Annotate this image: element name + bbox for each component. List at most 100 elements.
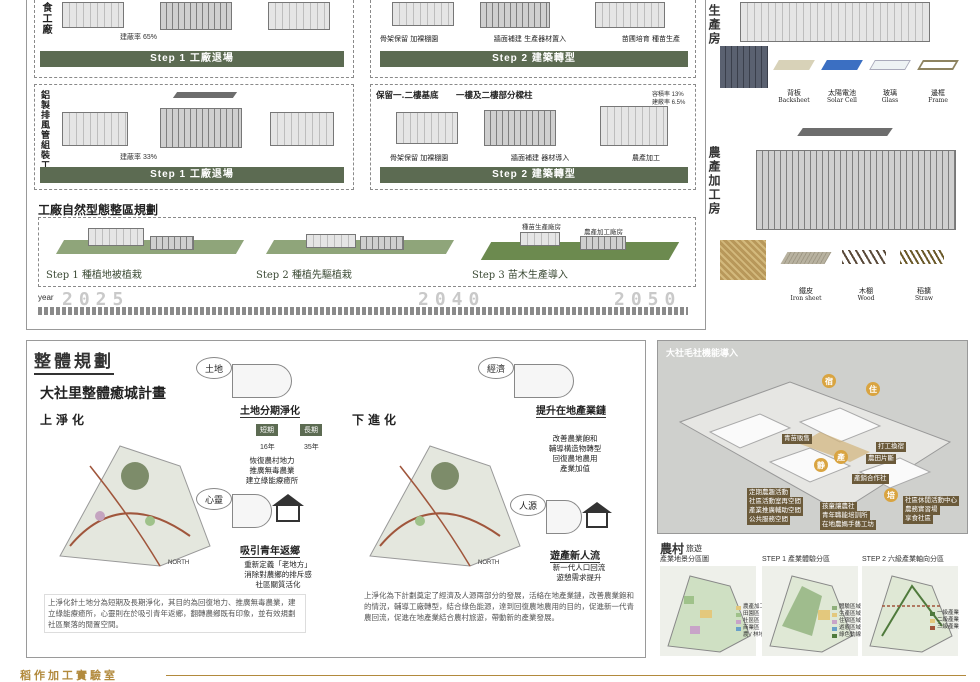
legend-b-row-3: 住宿區域 <box>832 618 872 625</box>
step2-a-captions: 骨架保留 加裸棚園 牆面補建 生產器材置入 苗圃培育 種苗生產 <box>380 34 680 44</box>
eco-building-2b <box>360 236 404 250</box>
factory-b-building-2 <box>160 108 242 148</box>
eco-title: 工廠自然型態整區規劃 <box>38 203 159 217</box>
people-house-roof-icon <box>582 502 612 513</box>
eco-tag-1: 種苗生產廠房 <box>522 224 561 231</box>
straw-image <box>720 240 766 280</box>
people-house-icon <box>586 512 608 528</box>
wood-icon <box>842 250 886 264</box>
production-house-label: 生產房 <box>707 4 721 46</box>
short-term-pill: 短期 <box>256 424 278 436</box>
tourism-map-title-1: 產業地景分區圖 <box>660 556 709 563</box>
eco-building-2a <box>306 234 356 248</box>
glass-icon <box>869 60 911 70</box>
land-tube-graphic <box>232 364 292 398</box>
legend-a-row-5: 農 / 林地 <box>736 632 776 639</box>
factory-b-roof <box>172 92 238 98</box>
materials-row1: 背板 Backsheet 太陽電池 Solar Cell 玻璃 Glass 邊框… <box>720 46 966 106</box>
right-heading: 下進化 <box>352 413 401 427</box>
bubble-people: 人源 <box>510 494 546 516</box>
short-years: 16年 <box>260 444 275 451</box>
material-solar-en: Solar Cell <box>827 97 857 104</box>
legend-b-row-1: 體驗區域 <box>832 604 872 611</box>
circle-tag-live: 住 <box>866 382 880 396</box>
circle-tag-cultivate: 培 <box>884 488 898 502</box>
tourism-map-2 <box>762 566 858 656</box>
row2-header-b: 一樓及二樓部分樑柱 <box>456 91 533 101</box>
bubble-heart: 心靈 <box>196 488 232 510</box>
right-site-map-svg <box>369 445 521 567</box>
village-tag-1: 青苗販售 <box>782 434 812 444</box>
village-tag-6: 社區活動室再空間 <box>747 497 803 507</box>
step2-b-building-2 <box>484 110 556 146</box>
legend-a-row-4: 商業區 <box>736 625 776 632</box>
processing-house-roof <box>797 128 893 136</box>
factory-a-label: 食工廠 <box>40 2 51 35</box>
legend-c-row-3: 三級產業 <box>930 624 970 631</box>
village-tag-7: 產業推廣輔助空間 <box>747 506 803 516</box>
left-site-map <box>40 426 220 576</box>
step2-b-caption-1: 骨架保留 加裸棚園 <box>390 154 449 162</box>
eco-building-1a <box>88 228 144 246</box>
eco-building-3a <box>520 232 560 246</box>
legend-a: 農產加工區 田園區 社區區 商業區 農 / 林地 <box>736 604 776 639</box>
year-label: year <box>38 293 54 302</box>
legend-b-row-2: 生產區域 <box>832 611 872 618</box>
left-description: 上淨化針土地分為短期及長期淨化，其目的為回復地力、推廣無毒農業，建立綠能療癒所，… <box>44 594 306 633</box>
village-tag-9: 孩童讓農社 <box>820 502 857 512</box>
village-title: 大社毛社機能導入 <box>666 348 739 358</box>
material-straw-zh: 稻擴 <box>917 287 931 295</box>
material-iron-zh: 鐵皮 <box>799 287 813 295</box>
tourism-title: 農村 <box>660 542 685 556</box>
production-house-building <box>740 2 930 42</box>
house-roof-icon <box>272 494 304 506</box>
footer-rule <box>166 675 966 676</box>
village-tag-3: 農田片斷 <box>866 454 896 464</box>
village-tag-11: 在地農媽手藝工坊 <box>820 520 876 530</box>
tourism-map-3 <box>862 566 958 656</box>
land-text: 恢復農村地力 推廣無毒農業 建立綠能療癒所 <box>245 456 299 485</box>
processing-house-label: 農產加工房 <box>707 146 721 216</box>
legend-a-row-1: 農產加工區 <box>736 604 776 611</box>
factory-a-building-1 <box>62 2 124 28</box>
step2-a-caption-3: 苗圃培育 種苗生產 <box>621 35 680 43</box>
step2-bar-a: Step 2 建築轉型 <box>380 51 688 67</box>
step1-bar-a: Step 1 工廠退場 <box>40 51 344 67</box>
factory-b-building-1 <box>62 112 128 146</box>
solar-cell-icon <box>821 60 863 70</box>
material-frame-zh: 邊框 <box>931 89 945 97</box>
step2-b-building-1 <box>396 112 458 144</box>
circle-tag-lodge: 宿 <box>822 374 836 388</box>
house-icon <box>276 504 300 522</box>
bubble-economy: 經濟 <box>478 357 514 379</box>
eco-step-1: Step 1 種植地被植栽 <box>46 270 142 281</box>
land-phase-title: 土地分期淨化 <box>240 402 300 418</box>
long-years: 35年 <box>304 444 319 451</box>
material-wood-zh: 木棚 <box>859 287 873 295</box>
step2-a-building-2 <box>480 2 550 28</box>
year-2050: 2050 <box>614 289 682 310</box>
right-north-label: NORTH <box>478 560 500 566</box>
tourism-map-3-svg <box>869 575 953 653</box>
section-title: 整體規劃 <box>34 347 114 375</box>
right-description: 上淨化為下計劃奠定了經濟及人源兩部分的發展，活絡在地產業鏈，改善農業飽和的情況，… <box>364 591 634 622</box>
village-tag-13: 農務實習場 <box>903 505 940 515</box>
processing-house-building <box>756 150 956 230</box>
legend-b: 體驗區域 生產區域 住宿區域 遊憩區域 綠色動線 <box>832 604 872 639</box>
population-title: 遊產新人流 <box>550 547 600 563</box>
left-site-map-svg <box>59 445 211 567</box>
material-glass-zh: 玻璃 <box>883 89 897 97</box>
long-term-pill: 長期 <box>300 424 322 436</box>
backsheet-icon <box>773 60 815 70</box>
tourism-map-1 <box>660 566 756 656</box>
legend-b-row-4: 遊憩區域 <box>832 625 872 632</box>
left-north-label: NORTH <box>168 560 190 566</box>
bubble-land: 土地 <box>196 357 232 379</box>
step2-a-building-1 <box>392 2 454 26</box>
village-tag-14: 享食社區 <box>903 514 933 524</box>
people-tube-graphic <box>546 500 582 534</box>
factory-a-ratio: 建蔽率 65% <box>120 34 157 41</box>
village-tag-10: 青年職能培訓所 <box>820 511 870 521</box>
eco-building-3b <box>580 236 626 250</box>
step2-b-caption-2: 牆面補建 器材導入 <box>511 154 570 162</box>
